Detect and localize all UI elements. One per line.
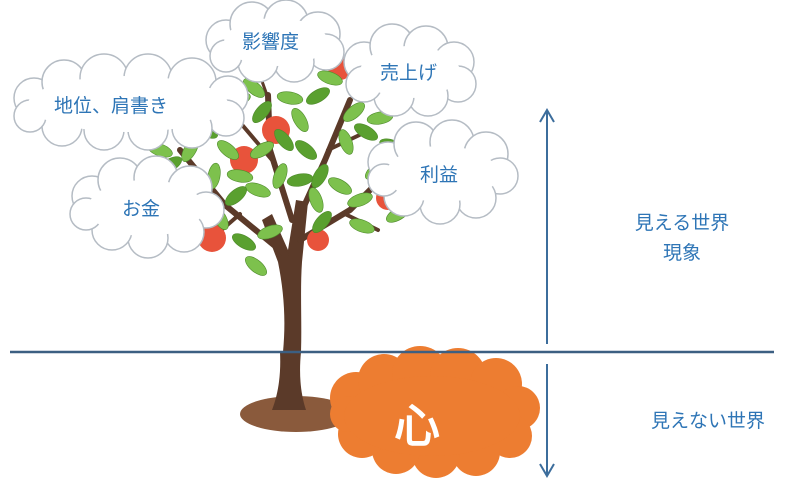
leaf [257, 224, 283, 240]
tree-trunk [262, 200, 308, 352]
leaf [311, 164, 329, 188]
leaf [226, 169, 254, 183]
leaf [338, 129, 354, 155]
leaf [286, 173, 314, 187]
visible-world-line2: 現象 [662, 242, 701, 264]
label-okane: お金 [122, 198, 161, 220]
invisible-world-label: 見えない世界 [650, 410, 765, 432]
leaf [274, 129, 294, 151]
heart-cloud [330, 346, 540, 478]
leaf [343, 102, 365, 122]
leaf [328, 177, 352, 195]
leaf [291, 108, 309, 132]
cloud-uriage [343, 23, 477, 117]
label-uriage: 売上げ [380, 62, 438, 84]
label-rieki: 利益 [420, 164, 459, 186]
leaf [217, 140, 239, 160]
leaf [312, 211, 332, 233]
leaf [252, 101, 272, 123]
cloud-chii [13, 53, 249, 151]
cloud-okane [69, 155, 225, 259]
leaf [306, 87, 330, 105]
leaf [354, 123, 378, 141]
leaf [295, 140, 317, 160]
leaf [245, 182, 271, 198]
heart-label: 心 [394, 399, 440, 453]
label-chii: 地位、肩書き [54, 95, 169, 117]
leaf [245, 256, 267, 276]
label-eikyodo: 影響度 [242, 31, 300, 53]
soil-mound [240, 396, 352, 432]
arrow-up [539, 108, 555, 344]
cloud-eikyodo [205, 0, 345, 83]
tree-trunk-lower [272, 352, 306, 410]
leaf [276, 91, 304, 105]
leaf [317, 70, 343, 86]
cloud-rieki [367, 119, 519, 225]
arrow-down [539, 364, 555, 478]
visible-world-label: 見える世界 現象 [612, 208, 752, 268]
leaf [243, 78, 265, 98]
leaf [250, 141, 274, 159]
leaf [308, 187, 324, 213]
visible-world-line1: 見える世界 [634, 212, 730, 234]
leaf [225, 186, 247, 206]
leaf [347, 192, 373, 208]
leaf [272, 163, 288, 189]
leaf [349, 218, 375, 234]
leaf [232, 233, 256, 251]
